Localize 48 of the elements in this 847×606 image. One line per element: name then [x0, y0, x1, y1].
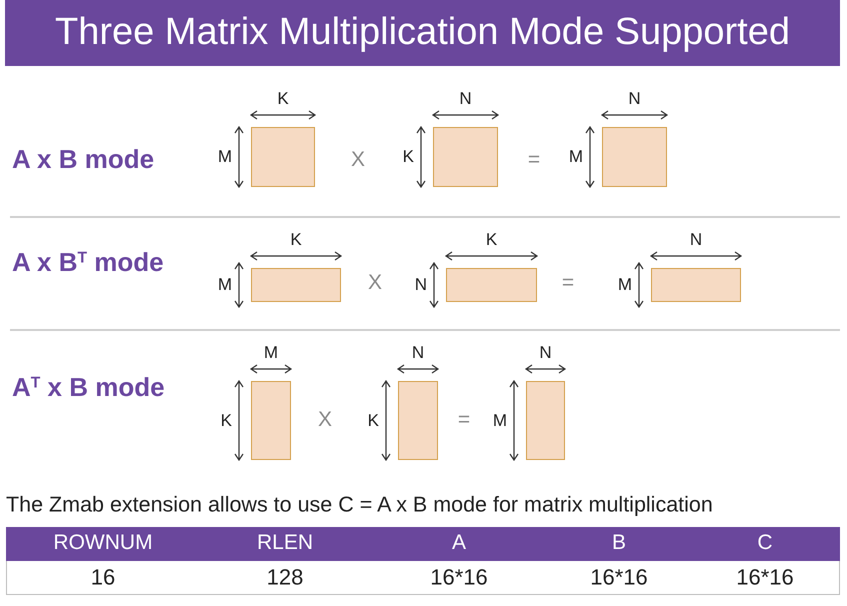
title-text: Three Matrix Multiplication Mode Supported [54, 12, 790, 54]
dimension-label: K [486, 230, 498, 250]
dimension-label: N [628, 89, 641, 109]
dimension-label: M [618, 275, 632, 295]
dimension-label: N [539, 343, 552, 363]
matrix-rectangle [602, 127, 667, 187]
dimension-label: K [368, 410, 379, 430]
dimension-label: N [690, 230, 702, 250]
dimension-label: N [412, 343, 424, 363]
column-heading: RLEN [256, 530, 314, 556]
matrix-rectangle [251, 268, 341, 302]
multiplication-sign: X [318, 408, 332, 432]
equals-sign: = [458, 408, 470, 432]
dimension-label: K [220, 410, 232, 430]
matrix-rectangle [251, 381, 291, 460]
column-heading: B [612, 530, 626, 556]
dimension-label: M [264, 343, 278, 363]
dimension-label: K [290, 230, 302, 250]
matrix-rectangle [526, 381, 565, 460]
table-value: 16*16 [590, 564, 648, 590]
dimension-label: M [218, 275, 232, 295]
equals-sign: = [562, 270, 574, 296]
equals-sign: = [528, 148, 540, 172]
dimension-label: N [459, 89, 472, 109]
dimension-label: M [568, 147, 583, 167]
note-text: The Zmab extension allows to use C = A x B mode for matrix multiplication [6, 492, 713, 518]
matrix-rectangle [446, 268, 537, 302]
mode-label: A x B$^{T}$ mode [12, 248, 164, 278]
table-value: 128 [266, 564, 304, 590]
table-value: 16*16 [430, 564, 488, 590]
table-value: 16*16 [736, 564, 794, 590]
dimension-label: M [492, 410, 507, 430]
column-heading: ROWNUM [53, 530, 153, 556]
mode-label: A x B mode [12, 145, 154, 175]
multiplication-sign: X [368, 270, 382, 296]
column-heading: A [452, 530, 466, 556]
matrix-rectangle [398, 381, 438, 460]
column-heading: C [757, 530, 773, 556]
matrix-rectangle [433, 127, 498, 187]
dimension-label: K [277, 89, 289, 109]
dimension-label: N [414, 275, 427, 295]
mode-label: A$^{T}$ x B mode [12, 373, 165, 403]
matrix-rectangle [251, 127, 315, 187]
multiplication-sign: X [351, 148, 365, 172]
dimension-label: M [218, 147, 232, 167]
table-value: 16 [90, 564, 116, 590]
dimension-label: K [402, 147, 414, 167]
matrix-rectangle [651, 268, 741, 302]
